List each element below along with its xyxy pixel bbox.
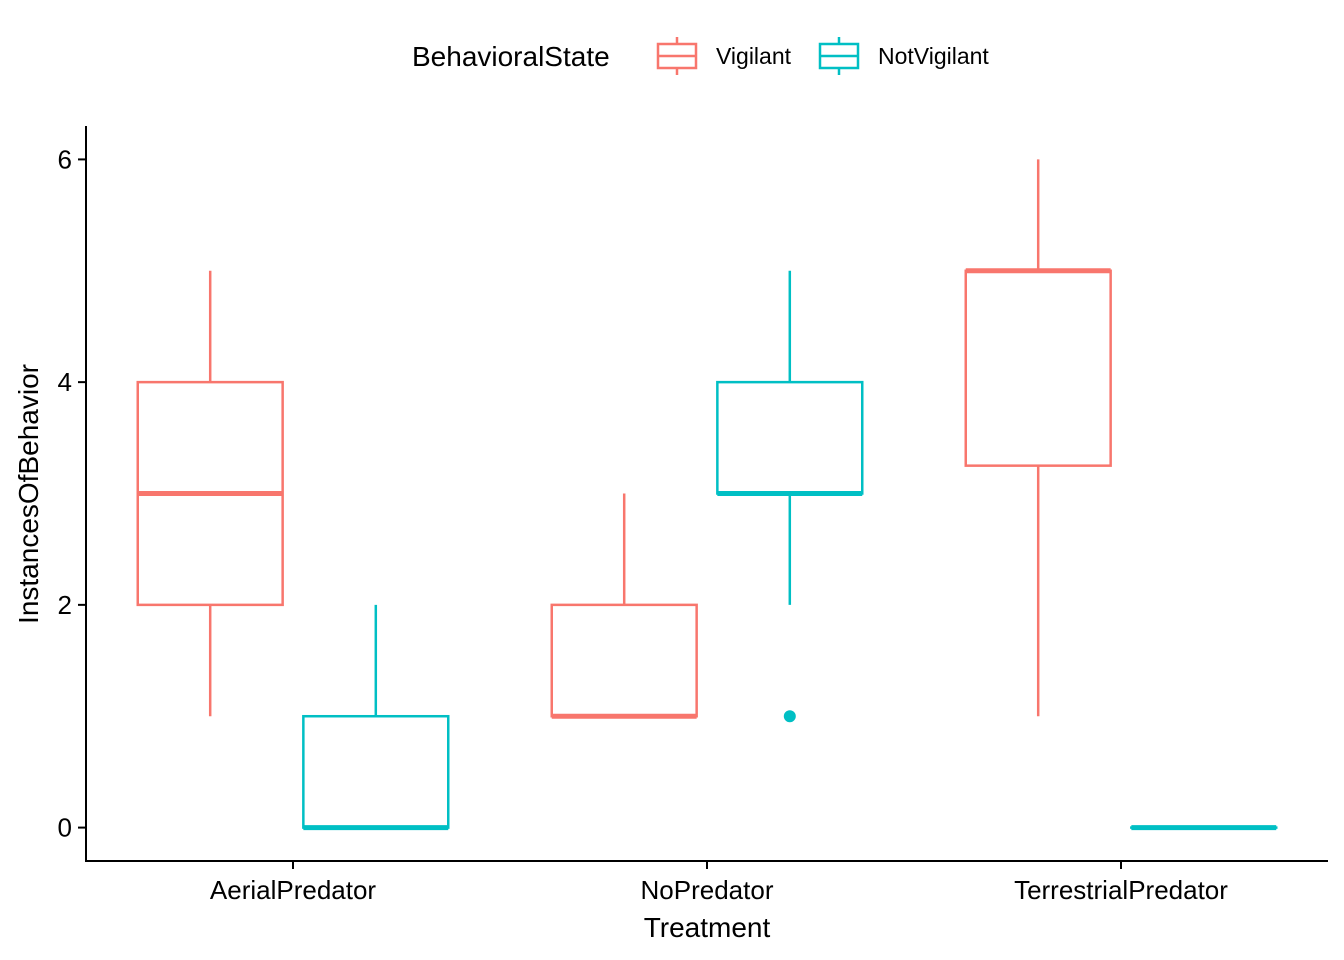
x-axis-title: Treatment [644, 912, 771, 943]
plot-area [136, 159, 1278, 831]
y-axis: 0 2 4 6 [58, 144, 86, 843]
legend-label: Vigilant [716, 43, 792, 69]
legend-key-vigilant [656, 37, 698, 75]
legend-title: BehavioralState [412, 41, 610, 72]
y-axis-title: InstancesOfBehavior [13, 364, 44, 624]
iqr-box [302, 714, 450, 829]
box-vigilant-aerial-predator [136, 270, 284, 717]
iqr-box [716, 380, 864, 495]
iqr-box [964, 269, 1112, 467]
x-tick-label: NoPredator [641, 875, 774, 905]
x-tick-label: TerrestrialPredator [1014, 875, 1228, 905]
legend-entries: Vigilant NotVigilant [656, 37, 989, 75]
box-not-vigilant-no-predator [716, 270, 864, 723]
outlier-point [783, 710, 796, 723]
x-axis: AerialPredator NoPredator TerrestrialPreda… [210, 861, 1228, 905]
legend-key-not-vigilant [818, 37, 860, 75]
box-vigilant-terrestrial-predator [964, 159, 1112, 717]
iqr-box [550, 603, 698, 718]
box-not-vigilant-aerial-predator [302, 604, 450, 831]
y-tick-label: 6 [58, 144, 72, 174]
x-tick-label: AerialPredator [210, 875, 377, 905]
y-tick-label: 0 [58, 813, 72, 843]
y-tick-label: 4 [58, 367, 72, 397]
box-vigilant-no-predator [550, 493, 698, 719]
legend: BehavioralState Vigilant NotVigilant [412, 37, 989, 75]
legend-label: NotVigilant [878, 43, 989, 69]
y-tick-label: 2 [58, 590, 72, 620]
